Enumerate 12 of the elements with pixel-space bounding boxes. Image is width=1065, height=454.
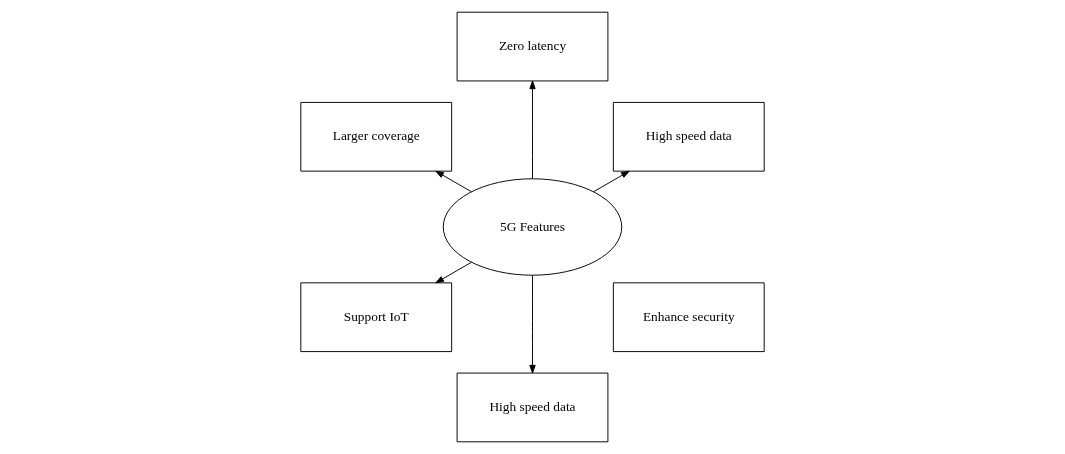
- arrow: [435, 261, 472, 284]
- node-box: High speed data: [612, 101, 765, 172]
- arrow: [435, 170, 472, 193]
- node-box: Support IoT: [300, 282, 453, 353]
- node-box: Enhance security: [612, 282, 765, 353]
- arrow: [529, 80, 536, 180]
- arrow: [529, 274, 536, 374]
- node-ellipse: 5G Features: [442, 178, 623, 276]
- node-box: Larger coverage: [300, 101, 453, 172]
- node-box: Zero latency: [456, 11, 609, 82]
- node-box: High speed data: [456, 372, 609, 443]
- arrow: [593, 170, 630, 193]
